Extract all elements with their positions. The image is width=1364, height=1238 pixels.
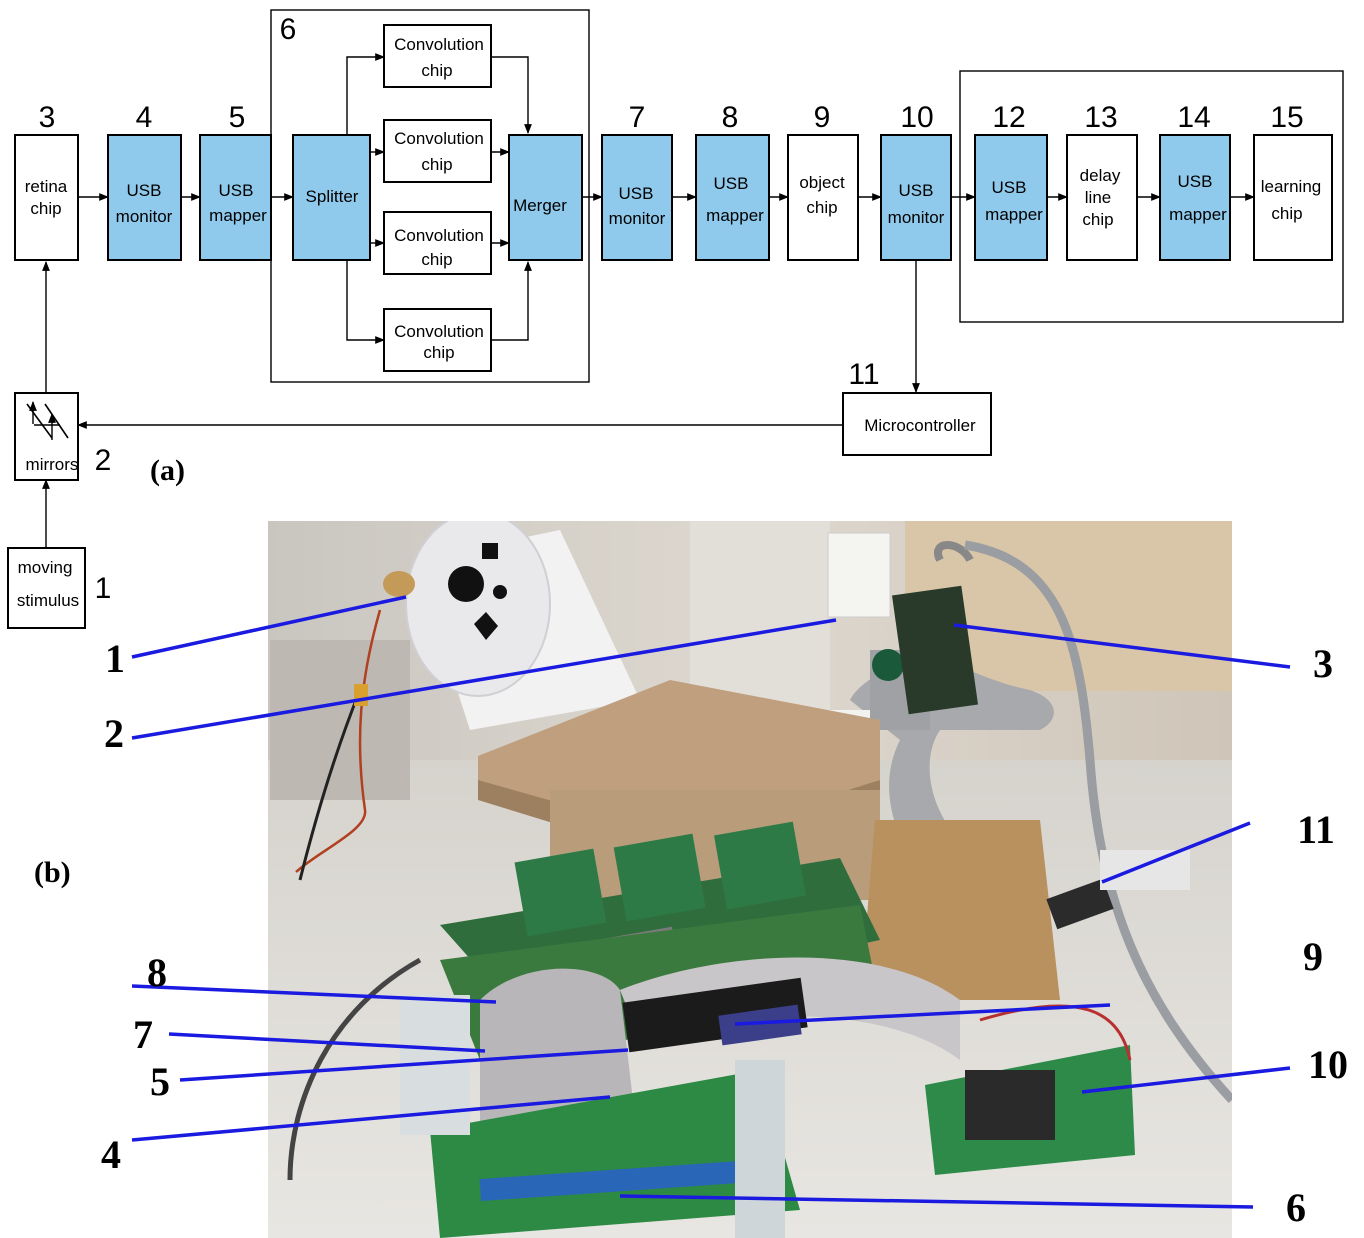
block-number-3: 3 (39, 101, 56, 134)
block-number-12: 12 (992, 101, 1025, 134)
block-number-1: 1 (95, 572, 112, 605)
merger-label: Merger (513, 196, 567, 215)
block-number-13: 13 (1084, 101, 1117, 134)
convolution-chip-1-box (383, 24, 492, 88)
delay-line-chip-box (1066, 134, 1138, 261)
panel-label-a: (a) (150, 454, 185, 487)
signal-wires (42, 53, 1255, 548)
callout-leaders (131, 595, 1291, 1209)
panel-label-b: (b) (34, 856, 71, 889)
merger-box (508, 134, 583, 261)
block-number-9: 9 (814, 101, 831, 134)
hardware-photo: 1 2 3 4 5 6 7 8 9 10 11 (b) (34, 521, 1348, 1238)
splitter-box (292, 134, 371, 261)
usb-monitor-2-box (601, 134, 673, 261)
usb-monitor-1-box (107, 134, 182, 261)
block-number-14: 14 (1177, 101, 1210, 134)
block-number-6: 6 (280, 13, 297, 46)
learning-chip-box (1253, 134, 1333, 261)
callout-3: 3 (1313, 641, 1333, 686)
convolution-chip-2-box (383, 119, 492, 183)
usb-monitor-3-box (880, 134, 952, 261)
callout-2: 2 (104, 711, 124, 756)
callout-5: 5 (150, 1059, 170, 1104)
mirrors-icon (26, 401, 69, 440)
retina-chip-box (14, 134, 79, 261)
moving-stimulus-box (7, 547, 86, 629)
callout-4: 4 (101, 1132, 121, 1177)
microcontroller-label: Microcontroller (864, 416, 976, 435)
callout-8: 8 (147, 950, 167, 995)
block-number-11: 11 (848, 358, 879, 391)
block-number-15: 15 (1270, 101, 1303, 134)
usb-mapper-3-box (974, 134, 1048, 261)
callout-9: 9 (1303, 934, 1323, 979)
mirrors-label: mirrors (26, 455, 79, 474)
callout-1: 1 (105, 636, 125, 681)
block-number-8: 8 (722, 101, 739, 134)
callout-7: 7 (133, 1012, 153, 1057)
object-chip-box (787, 134, 859, 261)
callout-10: 10 (1308, 1042, 1348, 1087)
microcontroller-box (842, 392, 992, 456)
splitter-label: Splitter (306, 187, 359, 206)
usb-mapper-4-box (1159, 134, 1231, 261)
pcb-stack (287, 821, 1135, 1238)
block-number-7: 7 (629, 101, 646, 134)
usb-mapper-1-box (199, 134, 272, 261)
block-number-4: 4 (136, 101, 153, 134)
callout-11: 11 (1297, 807, 1335, 852)
convolution-chip-3-box (383, 211, 492, 275)
block-number-5: 5 (229, 101, 246, 134)
callout-numbers: 1 2 3 4 5 6 7 8 9 10 11 (101, 636, 1348, 1230)
block-numbers: 3 4 5 6 7 8 9 10 12 13 14 15 11 2 1 (39, 13, 1304, 605)
convolution-chip-4-box (383, 308, 492, 372)
usb-mapper-2-box (695, 134, 770, 261)
callout-6: 6 (1286, 1185, 1306, 1230)
block-number-10: 10 (900, 101, 933, 134)
block-number-2: 2 (95, 444, 112, 477)
